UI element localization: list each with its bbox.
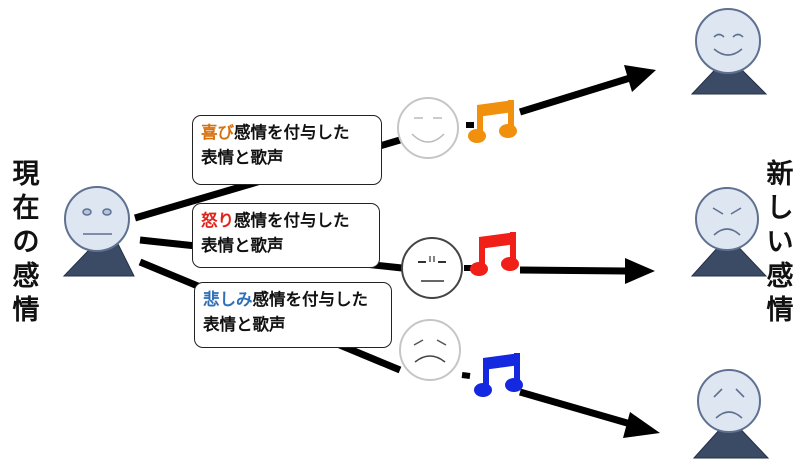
face-anger-icon xyxy=(401,237,463,299)
music-note-icon xyxy=(470,232,519,276)
music-note-icon xyxy=(474,353,523,397)
face-joy-icon xyxy=(397,97,459,159)
person-neutral-icon xyxy=(62,186,135,277)
new-emotion-label: 新しい感情 xyxy=(766,159,794,326)
person-sad-icon xyxy=(692,369,770,459)
person-angry-icon xyxy=(690,187,768,277)
face-sad-icon xyxy=(399,319,461,381)
arrow-to-sad xyxy=(519,388,660,438)
anger-box: 怒り感情を付与した 表情と歌声 xyxy=(192,203,380,268)
current-emotion-label: 現在の感情 xyxy=(12,159,40,326)
emotion-word-sadness: 悲しみ xyxy=(203,290,253,309)
person-happy-icon xyxy=(690,8,768,95)
arrow-to-joy xyxy=(518,65,656,116)
sadness-box: 悲しみ感情を付与した 表情と歌声 xyxy=(194,282,392,348)
music-note-icon xyxy=(468,100,517,143)
emotion-word-joy: 喜び xyxy=(201,123,234,142)
emotion-word-anger: 怒り xyxy=(201,211,234,230)
joy-box: 喜び感情を付与した 表情と歌声 xyxy=(192,115,382,185)
arrow-to-anger xyxy=(519,258,655,284)
